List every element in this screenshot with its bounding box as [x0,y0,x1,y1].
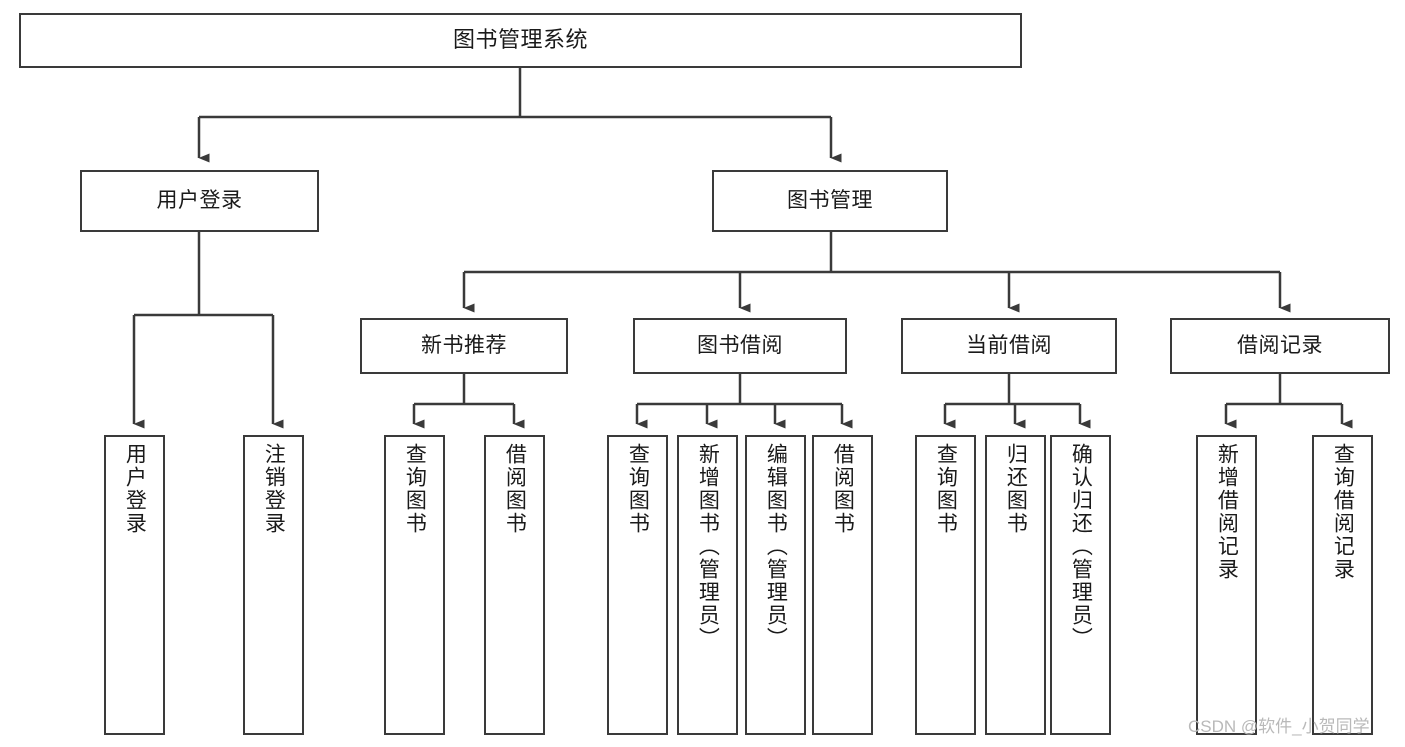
node-label: 归还图书 [1004,443,1028,535]
node-label: 当前借阅 [966,334,1052,358]
node-label: 新增图书（管理员） [696,443,720,650]
node-book-borrow[interactable]: 图书借阅 [633,318,847,374]
node-label: 用户登录 [156,189,243,213]
node-label: 图书管理 [787,189,873,213]
leaf-current-borrow-query[interactable]: 查询图书 [915,435,976,735]
leaf-new-book-query[interactable]: 查询图书 [384,435,445,735]
node-label: 借阅图书 [831,443,855,535]
node-label: 编辑图书（管理员） [764,443,788,650]
node-label: 用户登录 [123,443,147,535]
leaf-user-login-logout[interactable]: 注销登录 [243,435,304,735]
leaf-new-book-borrow[interactable]: 借阅图书 [484,435,545,735]
node-current-borrow[interactable]: 当前借阅 [901,318,1117,374]
node-label: 借阅图书 [503,443,527,535]
leaf-book-borrow-query[interactable]: 查询图书 [607,435,668,735]
node-label: 新增借阅记录 [1215,443,1239,581]
node-label: 查询图书 [934,443,958,535]
leaf-user-login-login[interactable]: 用户登录 [104,435,165,735]
node-label: 确认归还（管理员） [1069,443,1093,650]
node-label: 图书借阅 [697,334,783,358]
leaf-book-borrow-borrow[interactable]: 借阅图书 [812,435,873,735]
node-label: 注销登录 [262,443,286,535]
node-user-login[interactable]: 用户登录 [80,170,319,232]
leaf-borrow-record-query[interactable]: 查询借阅记录 [1312,435,1373,735]
node-borrow-record[interactable]: 借阅记录 [1170,318,1390,374]
leaf-current-borrow-return[interactable]: 归还图书 [985,435,1046,735]
leaf-book-borrow-edit[interactable]: 编辑图书（管理员） [745,435,806,735]
leaf-book-borrow-add[interactable]: 新增图书（管理员） [677,435,738,735]
node-book-management[interactable]: 图书管理 [712,170,948,232]
node-label: 新书推荐 [421,334,507,358]
node-label: 借阅记录 [1237,334,1323,358]
node-root-system[interactable]: 图书管理系统 [19,13,1022,68]
node-label: 查询图书 [403,443,427,535]
leaf-borrow-record-add[interactable]: 新增借阅记录 [1196,435,1257,735]
node-label: 查询借阅记录 [1331,443,1355,581]
node-new-book-recommend[interactable]: 新书推荐 [360,318,568,374]
leaf-current-borrow-confirm-return[interactable]: 确认归还（管理员） [1050,435,1111,735]
csdn-watermark: CSDN @软件_小贺同学 [1188,717,1370,736]
node-label: 查询图书 [626,443,650,535]
node-label: 图书管理系统 [452,27,588,53]
